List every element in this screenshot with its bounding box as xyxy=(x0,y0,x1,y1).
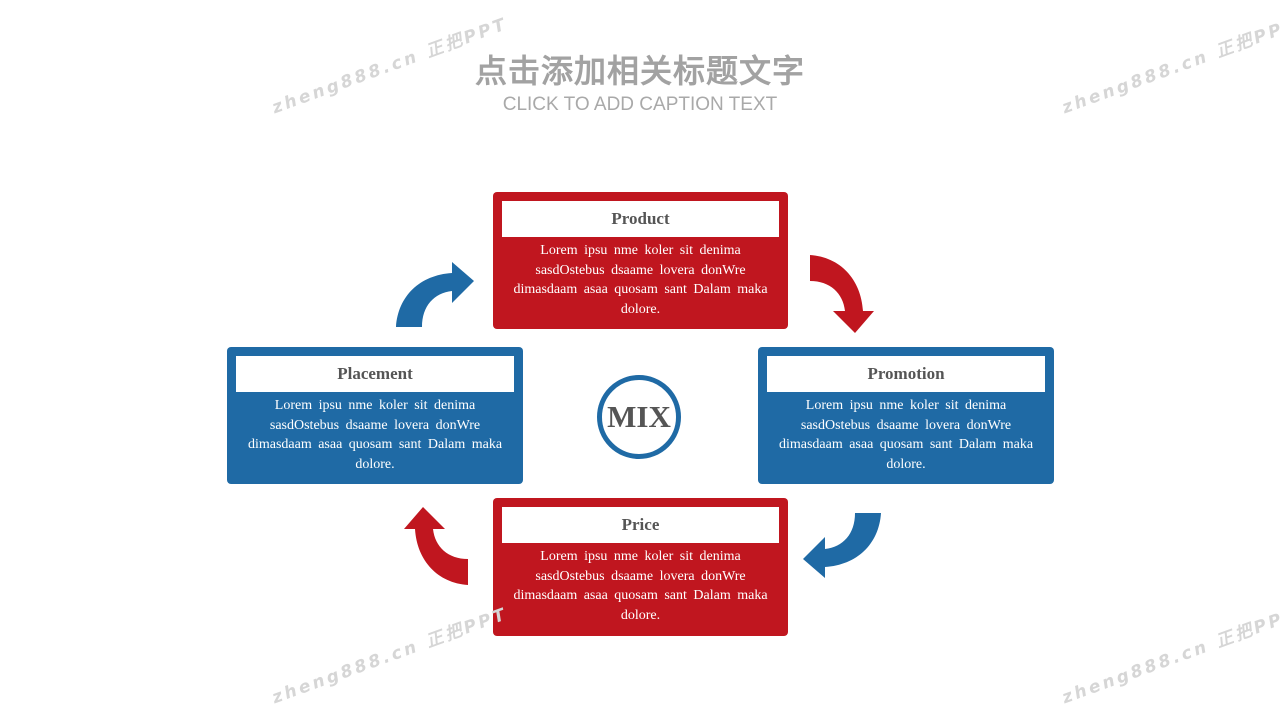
page-title: 点击添加相关标题文字 xyxy=(474,52,805,90)
arrow-product-to-promotion xyxy=(810,255,874,333)
page-subtitle: CLICK TO ADD CAPTION TEXT xyxy=(502,94,778,115)
arrow-promotion-to-price xyxy=(803,513,881,578)
promotion-box: Promotion Lorem ipsu nme koler sit denim… xyxy=(758,347,1054,484)
placement-title: Placement xyxy=(236,356,514,392)
product-text: Lorem ipsu nme koler sit denima sasdOste… xyxy=(513,243,768,317)
price-title: Price xyxy=(502,507,779,543)
price-text: Lorem ipsu nme koler sit denima sasdOste… xyxy=(513,549,768,623)
promotion-text: Lorem ipsu nme koler sit denima sasdOste… xyxy=(778,398,1034,472)
price-box: Price Lorem ipsu nme koler sit denima sa… xyxy=(493,498,788,636)
placement-text: Lorem ipsu nme koler sit denima sasdOste… xyxy=(247,398,503,472)
arrow-price-to-placement xyxy=(404,507,468,585)
placement-box: Placement Lorem ipsu nme koler sit denim… xyxy=(227,347,523,484)
mix-circle: MIX xyxy=(597,375,681,459)
arrow-placement-to-product xyxy=(396,262,474,327)
product-title: Product xyxy=(502,201,779,237)
promotion-title: Promotion xyxy=(767,356,1045,392)
product-box: Product Lorem ipsu nme koler sit denima … xyxy=(493,192,788,329)
